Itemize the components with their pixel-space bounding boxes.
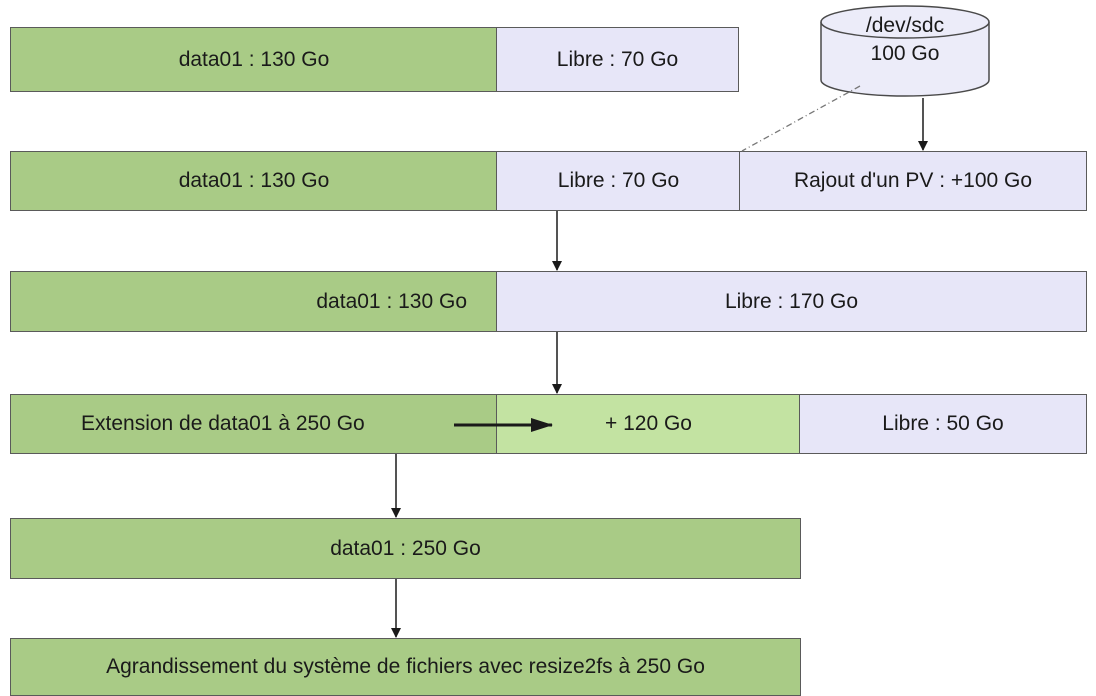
row2-data01-box: data01 : 130 Go bbox=[10, 151, 498, 211]
row4-free-box: Libre : 50 Go bbox=[799, 394, 1087, 454]
disk-name-label: /dev/sdc bbox=[865, 14, 945, 37]
disk-guide-line bbox=[741, 85, 861, 152]
row5-data01-box: data01 : 250 Go bbox=[10, 518, 801, 579]
row3-free-box: Libre : 170 Go bbox=[496, 271, 1087, 332]
row1-free-box: Libre : 70 Go bbox=[496, 27, 739, 92]
row3-data01-box: data01 : 130 Go bbox=[10, 271, 498, 332]
row2-free-box: Libre : 70 Go bbox=[496, 151, 741, 211]
row6-resize-box: Agrandissement du système de fichiers av… bbox=[10, 638, 801, 696]
row1-data01-box: data01 : 130 Go bbox=[10, 27, 498, 92]
row2-new-pv-box: Rajout d'un PV : +100 Go bbox=[739, 151, 1087, 211]
row4-extension-box: Extension de data01 à 250 Go bbox=[10, 394, 498, 454]
disk-size-label: 100 Go bbox=[870, 42, 940, 65]
row4-added-box: + 120 Go bbox=[496, 394, 801, 454]
